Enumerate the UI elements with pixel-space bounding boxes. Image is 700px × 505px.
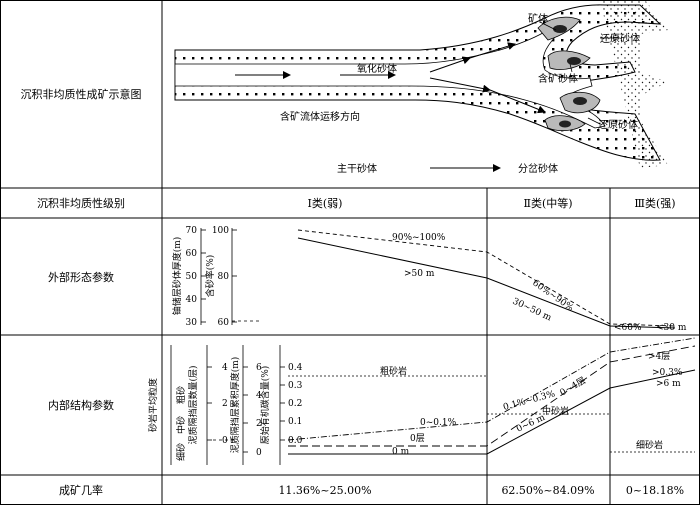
axis-grain-label: 砂岩平均粒度 [147, 378, 159, 432]
ratio-tick-80: 80 [218, 272, 230, 282]
label-ore-body: 矿体 [528, 12, 548, 25]
class-strong-header: Ⅲ类(强) [634, 196, 675, 210]
thick-tick-2: 2 [256, 419, 262, 429]
leader-ore-bearing [569, 63, 573, 73]
label-ratio-weak: 90%~100% [392, 233, 446, 243]
carbon-tick-04: 0.4 [288, 363, 303, 373]
ore-body-4 [559, 120, 571, 128]
label-layer-weak: 0层 [410, 433, 425, 444]
axis-thickness-label: 铀储层砂体厚度(m) [171, 237, 183, 316]
ore-body-2 [567, 57, 581, 65]
carbon-line [287, 337, 696, 441]
layer-tick-0: 0 [222, 436, 228, 446]
thick-tick-0: 0 [256, 448, 262, 458]
ratio-tick-100: 100 [212, 226, 229, 236]
label-branch-sand: 分岔砂体 [518, 162, 558, 175]
class-weak-header: Ⅰ类(弱) [308, 196, 343, 210]
label-thick-weak: >50 m [404, 269, 435, 279]
ore-body-3 [573, 97, 587, 105]
thickness-tick-40: 40 [186, 295, 198, 305]
label-thick-strong: >6 m [656, 379, 681, 389]
flow-arrow-6 [489, 89, 546, 114]
layer-tick-4: 4 [222, 363, 228, 373]
probability-strong: 0~18.18% [626, 484, 684, 497]
schematic-drawing [174, 0, 668, 168]
flow-arrow-5 [429, 77, 491, 93]
carbon-tick-02: 0.2 [288, 399, 302, 409]
label-medium-sand: 中砂岩 [542, 405, 569, 417]
thick-tick-6: 6 [256, 363, 262, 373]
label-oxidized-sand: 氧化砂体 [357, 62, 397, 75]
flow-arrow-3 [429, 56, 471, 73]
label-thick-medium: 30~50 m [511, 297, 554, 324]
thickness-tick-50: 50 [186, 272, 198, 282]
row-title-internal: 内部结构参数 [48, 398, 114, 412]
barrier-thickness-line [288, 369, 696, 455]
leader-reduced-bottom [587, 117, 601, 125]
grain-tick-coarse: 粗砂 [175, 386, 187, 404]
probability-medium: 62.50%~84.09% [501, 484, 594, 497]
grain-tick-fine: 细砂 [175, 443, 187, 461]
label-fluid-direction: 含矿流体运移方向 [280, 110, 360, 123]
thickness-tick-70: 70 [186, 226, 198, 236]
row-title-level: 沉积非均质性级别 [37, 196, 125, 210]
label-ore-bearing-sand: 含矿砂体 [538, 72, 578, 85]
axis-sand-ratio-label: 含砂率(%) [204, 255, 216, 298]
thickness-tick-30: 30 [186, 318, 198, 328]
label-reduced-sand-top: 还原砂体 [600, 32, 640, 45]
row-title-schematic: 沉积非均质性成矿示意图 [21, 87, 142, 101]
axis-thick-label: 泥质隔挡层累积厚度(m) [229, 357, 241, 454]
carbon-tick-00: 0.0 [288, 436, 303, 446]
ratio-tick-60: 60 [218, 318, 230, 328]
layer-tick-2: 2 [222, 399, 228, 409]
carbon-tick-03: 0.3 [288, 381, 303, 391]
sand-ratio-line [297, 229, 676, 327]
label-coarse-sand: 粗砂岩 [380, 365, 407, 377]
label-ratio-strong: <60% [614, 323, 642, 333]
leader-ore-body [539, 21, 557, 31]
thickness-line [297, 237, 676, 329]
probability-weak: 11.36%~25.00% [278, 484, 371, 497]
label-reduced-sand-bottom: 还原砂体 [598, 118, 638, 131]
thickness-tick-60: 60 [186, 249, 198, 259]
reduced-sand-envelope [600, 0, 668, 168]
label-fine-sand: 细砂岩 [636, 439, 663, 451]
label-main-sand: 主干砂体 [337, 162, 377, 175]
label-carbon-weak: 0~0.1% [420, 418, 457, 428]
axis-layer-label: 泥质隔挡层数量(层) [187, 365, 199, 444]
external-lines [232, 229, 676, 329]
flow-arrow-4 [469, 42, 516, 59]
row-title-probability: 成矿几率 [59, 483, 103, 497]
ore-body-1 [553, 25, 567, 33]
thick-tick-4: 4 [256, 391, 262, 401]
label-layer-strong: >4层 [648, 351, 670, 362]
external-axes [200, 228, 237, 325]
label-carbon-strong: >0.3% [652, 368, 683, 378]
carbon-tick-01: 0.1 [288, 417, 302, 427]
internal-axes [170, 345, 285, 465]
internal-lines [213, 337, 696, 455]
label-thick-weak: 0 m [392, 447, 410, 457]
row-title-external: 外部形态参数 [48, 270, 114, 284]
layer-count-line [288, 345, 696, 447]
axis-carbon-label: 原始有机碳含量(%) [259, 366, 271, 445]
grain-tick-medium: 中砂 [175, 416, 187, 434]
class-medium-header: Ⅱ类(中等) [523, 196, 572, 210]
label-thick-strong: <30 m [656, 323, 687, 333]
